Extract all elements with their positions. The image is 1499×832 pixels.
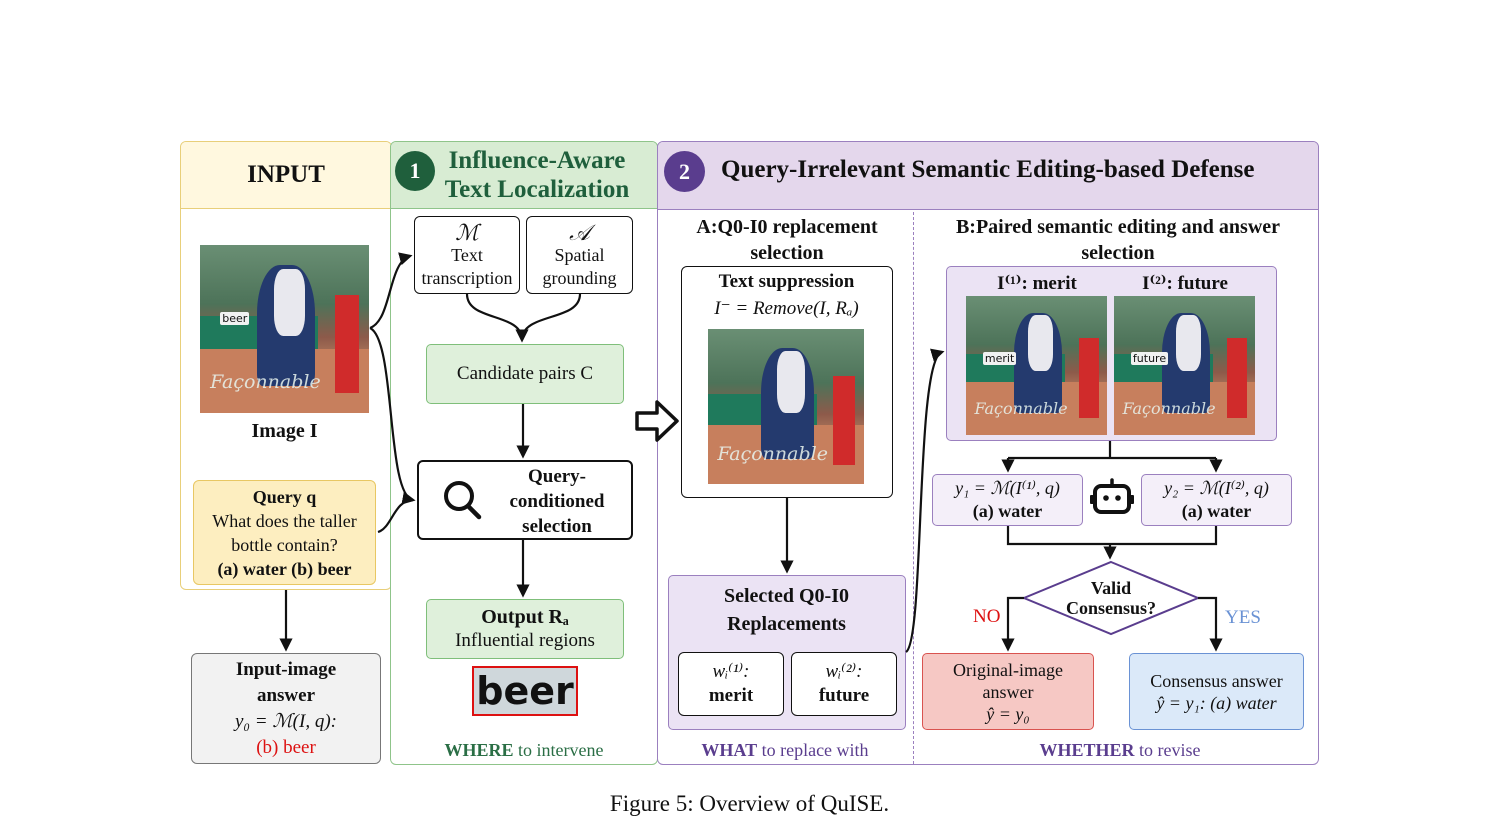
yes-label: YES [1225,607,1261,628]
suppression-title: Text suppression [718,271,855,292]
selection-box: Query-conditioned selection [417,460,633,540]
no-label: NO [973,606,1001,627]
candidate-pairs-box: Candidate pairs C [426,344,624,404]
y2-formula: y₂ = ℳ(I⁽²⁾, q) [1164,478,1269,498]
query-question: What does the taller bottle contain? [212,510,357,555]
selected-title: Selected Q0-I0 Replacements [724,585,849,635]
output-subtitle: Influential regions [455,630,595,651]
figure-caption: Figure 5: Overview of QuISE. [609,791,890,816]
img1-label: I⁽¹⁾: merit [997,272,1077,294]
decision-label: Valid Consensus? [1065,578,1157,618]
output-box: Output Rₐ Influential regions [426,599,624,659]
original-answer-box: Original-image answer ŷ = y₀ [922,653,1094,730]
photo-text: beer [220,312,250,326]
y1-formula: y₁ = ℳ(I⁽¹⁾, q) [955,478,1060,498]
stage2-badge: 2 [664,151,705,192]
output-title: Output Rₐ [481,606,569,628]
stage2-header [658,142,1318,210]
query-box: Query q What does the taller bottle cont… [193,480,376,585]
image-label: Image I [251,419,318,442]
edited-image-1: merit Façonnable [966,296,1107,435]
w1-label: wᵢ⁽¹⁾: [712,661,750,682]
w1-word: merit [708,685,754,706]
robot-icon [1090,478,1134,514]
partA-title: A:Q0-I0 replacement selection [696,216,878,264]
edited-image-2: future Façonnable [1114,296,1255,435]
input-answer-box: Input-image answer y₀ = ℳ(I, q): (b) bee… [191,653,381,764]
model-m-label: Text transcription [421,244,513,288]
partB-footer: WHETHER to revise [1039,739,1201,760]
input-image: beer Façonnable [200,245,369,413]
stage2-divider [913,212,914,764]
stage1-footer: WHERE to intervene [444,739,604,760]
suppressed-image: Façonnable [708,329,864,484]
input-answer-title: Input-image answer [235,658,337,706]
input-header: INPUT [181,142,391,209]
model-a-symbol: 𝒜 [569,219,590,245]
stage-transition-arrow [635,400,679,442]
input-answer-value: (b) beer [256,736,316,758]
w2-word: future [818,685,870,706]
original-answer-label: Original-image answer [953,659,1063,702]
original-answer-formula: ŷ = y₀ [986,703,1030,724]
replacement-w1: wᵢ⁽¹⁾: merit [678,652,784,716]
replacement-w2: wᵢ⁽²⁾: future [791,652,897,716]
edited-image-1-text: merit [982,351,1017,365]
partA-footer: WHAT to replace with [701,739,869,760]
photo-brand: Façonnable [210,370,321,393]
suppression-formula: I⁻ = Remove(I, Rₐ) [714,297,859,319]
beer-crop: beer [472,666,578,716]
edited-image-2-brand: Façonnable [1122,399,1216,419]
stage2-title: Query-Irrelevant Semantic Editing-based … [721,156,1255,183]
y1-box: y₁ = ℳ(I⁽¹⁾, q) (a) water [932,474,1083,526]
stage1-title: Influence-Aware Text Localization [444,147,630,203]
img2-label: I⁽²⁾: future [1142,272,1228,294]
edited-image-2-text: future [1130,351,1169,365]
suppressed-photo-brand: Façonnable [717,443,828,466]
model-a-label: Spatial grounding [542,244,617,288]
consensus-answer-label: Consensus answer [1150,670,1283,691]
consensus-answer-formula: ŷ = y₁: (a) water [1156,692,1277,713]
input-title: INPUT [247,161,325,188]
y2-answer: (a) water [1181,501,1252,521]
partB-title: B:Paired semantic editing and answer sel… [955,216,1281,264]
selection-label: Query-conditioned selection [509,465,605,537]
y2-box: y₂ = ℳ(I⁽²⁾, q) (a) water [1141,474,1292,526]
magnifier-icon [444,481,482,520]
query-options: (a) water (b) beer [217,558,352,579]
edited-image-1-brand: Façonnable [974,399,1068,419]
model-m-box: ℳ Text transcription [414,216,520,294]
model-a-box: 𝒜 Spatial grounding [526,216,633,294]
candidate-pairs-label: Candidate pairs C [456,363,594,384]
w2-label: wᵢ⁽²⁾: [825,661,863,682]
stage1-badge: 1 [395,151,435,191]
input-answer-formula: y₀ = ℳ(I, q): [235,710,337,732]
consensus-answer-box: Consensus answer ŷ = y₁: (a) water [1129,653,1304,730]
y1-answer: (a) water [972,501,1043,521]
model-m-symbol: ℳ [455,219,479,245]
stage1-header [391,142,657,209]
decision-diamond [1021,560,1201,636]
query-label: Query q [252,486,317,507]
